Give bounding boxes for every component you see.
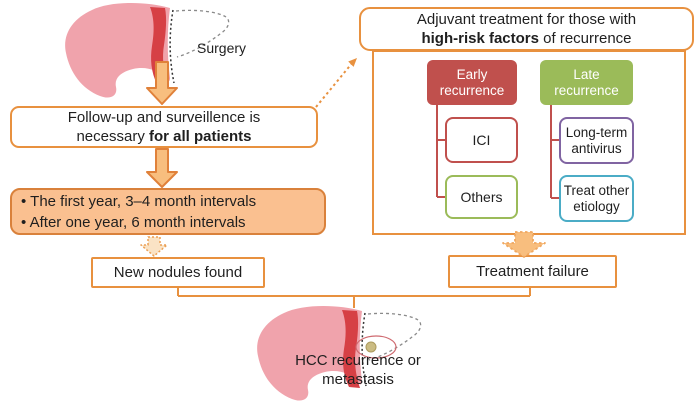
dotted-down-arrow-icon — [140, 236, 168, 257]
bullet: • — [21, 213, 27, 231]
recurrence-highlight-ellipse — [355, 335, 397, 359]
liver-recurrence-icon — [257, 305, 422, 401]
followup-line2-bold: for all patients — [149, 128, 252, 145]
adjuvant-header-line2: high-risk factors of recurrence — [421, 30, 632, 47]
followup-line1: Follow-up and surveillence is — [67, 109, 261, 126]
bullet: • — [21, 192, 27, 210]
followup-line2: necessary for all patients — [76, 128, 252, 145]
adjuvant-header-bold: high-risk factors — [421, 30, 539, 47]
long-term-antivirus-box: Long-term antivirus — [559, 117, 634, 164]
others-box: Others — [445, 175, 518, 219]
recurrence-nodule — [365, 341, 377, 353]
down-arrow-icon — [146, 61, 178, 105]
late-recurrence-box: Late recurrence — [540, 60, 633, 105]
interval-item: • After one year, 6 month intervals — [21, 213, 246, 231]
early-recurrence-box: Early recurrence — [427, 60, 517, 105]
down-arrow-icon — [146, 148, 178, 188]
new-nodules-box: New nodules found — [91, 257, 265, 288]
merge-bracket-lines — [177, 288, 531, 308]
adjuvant-header-line1: Adjuvant treatment for those with — [416, 11, 637, 28]
treatment-failure-box: Treatment failure — [448, 255, 617, 288]
ici-box: ICI — [445, 117, 518, 163]
followup-box: Follow-up and surveillence is necessary … — [10, 106, 318, 148]
hcc-recurrence-label: HCC recurrence or metastasis — [295, 352, 421, 388]
hierarchy-connector-lines — [436, 105, 560, 199]
dashed-down-arrow-icon — [502, 231, 546, 258]
surgery-label: Surgery — [197, 40, 247, 56]
adjuvant-header-box: Adjuvant treatment for those with high-r… — [359, 7, 694, 51]
liver-surgery-icon — [65, 2, 230, 98]
interval-box: • The first year, 3–4 month intervals • … — [10, 188, 326, 235]
treat-other-etiology-box: Treat other etiology — [559, 175, 634, 222]
interval-item: • The first year, 3–4 month intervals — [21, 192, 257, 210]
dotted-diagonal-arrow-icon — [315, 58, 357, 108]
